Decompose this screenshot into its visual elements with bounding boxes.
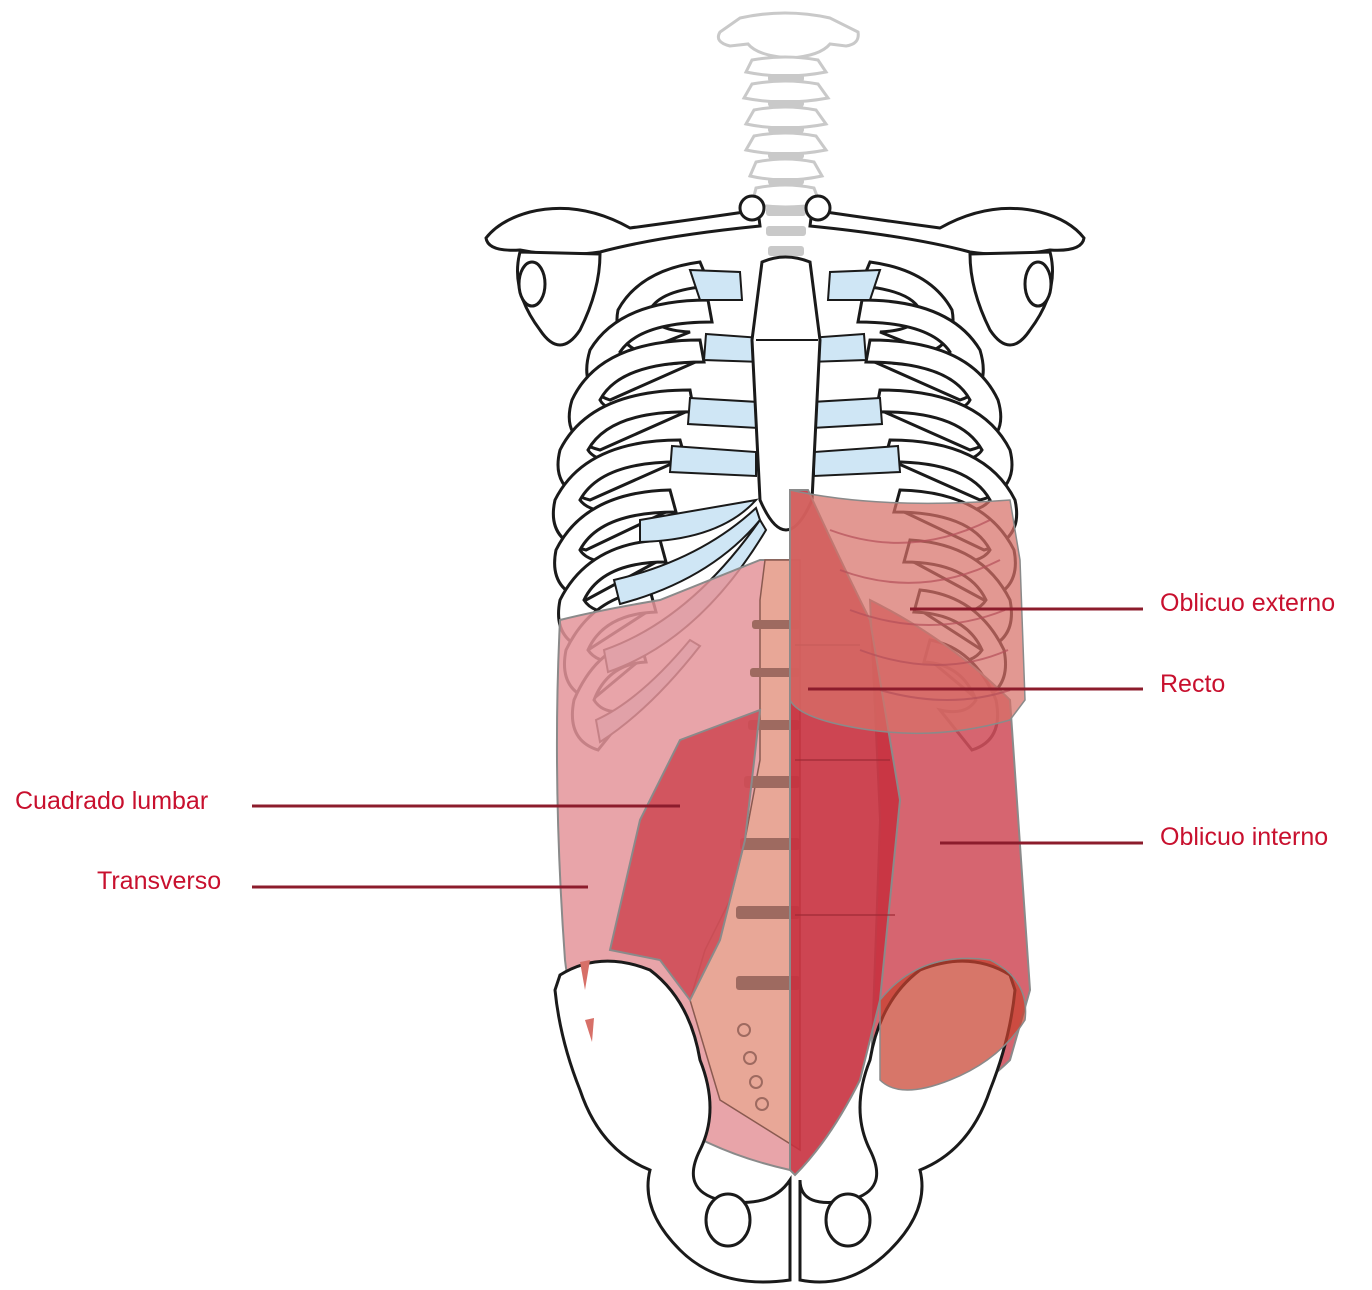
gluteal-overlay: [880, 958, 1026, 1090]
cervical-spine: [718, 13, 858, 207]
label-transverso: Transverso: [97, 866, 221, 896]
label-cuadrado-lumbar: Cuadrado lumbar: [15, 786, 208, 816]
label-recto: Recto: [1160, 669, 1225, 699]
label-oblicuo-interno: Oblicuo interno: [1160, 822, 1328, 852]
sternum: [752, 257, 820, 530]
label-oblicuo-externo: Oblicuo externo: [1160, 588, 1335, 618]
